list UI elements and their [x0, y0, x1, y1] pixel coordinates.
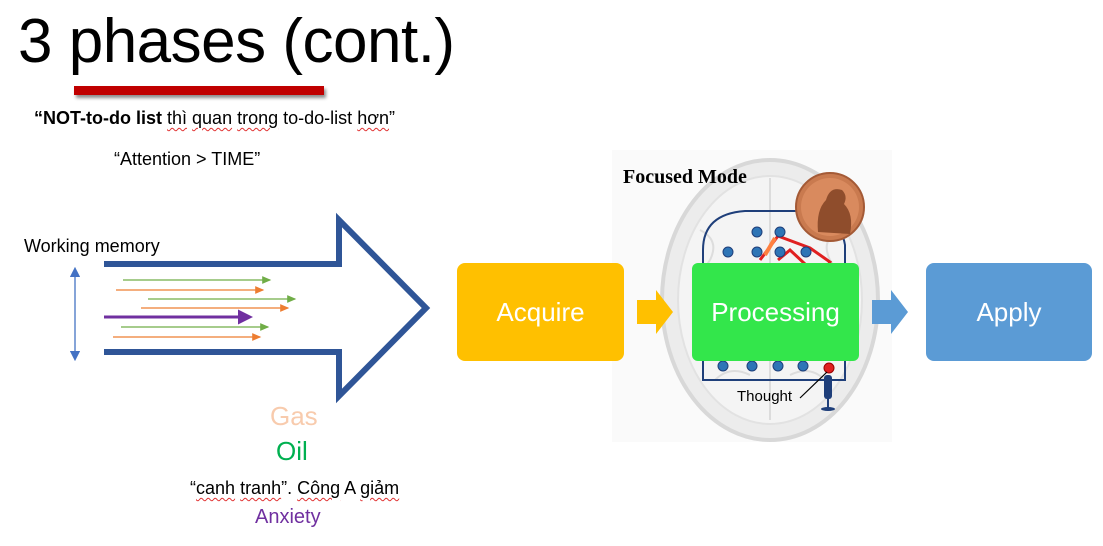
quote1-word: quan [192, 108, 233, 128]
thought-pin [823, 362, 835, 374]
note-word: giảm [360, 478, 400, 498]
phase-apply-label: Apply [976, 296, 1042, 327]
phase-acquire-label: Acquire [496, 296, 585, 327]
thought-label: Thought [737, 388, 793, 405]
quote-not-to-do: “NOT-to-do list thì quan trong to-do-lis… [34, 108, 395, 129]
anxiety-label: Anxiety [255, 506, 321, 528]
note-open-quote: “ [190, 478, 196, 498]
competition-note: “canh tranh”. Công A giảm [190, 478, 399, 499]
phase-processing-label: Processing [711, 296, 840, 327]
penny-coin-icon [795, 172, 865, 242]
note-text: A [340, 478, 361, 498]
note-text: ”. [281, 478, 298, 498]
processing-to-apply-arrow [872, 290, 908, 334]
quote-attention: “Attention > TIME” [114, 149, 261, 169]
gas-label: Gas [270, 401, 318, 431]
note-word: canh [196, 478, 236, 498]
working-memory-label: Working memory [24, 236, 160, 256]
oil-label: Oil [276, 436, 308, 466]
quote1-close: ” [389, 108, 396, 128]
note-word: tranh [240, 478, 282, 498]
quote1-word: thì [167, 108, 188, 128]
focused-mode-caption: Focused Mode [623, 166, 747, 188]
acquire-to-processing-arrow [637, 290, 673, 334]
plunger-icon [824, 375, 832, 399]
phase-apply: Apply [926, 263, 1092, 361]
big-flow-arrow-outline [104, 212, 431, 404]
phase-acquire: Acquire [457, 263, 624, 361]
quote1-open: “ [34, 108, 43, 128]
slide-title: 3 phases (cont.) [18, 7, 455, 76]
thought-pointer [799, 371, 828, 399]
neuron-dots [717, 226, 812, 372]
note-word: Công [297, 478, 341, 498]
quote1-bold: NOT-to-do list [43, 108, 162, 128]
quote1-word: trong [237, 108, 279, 128]
phase-processing: Processing [692, 263, 859, 361]
title-underline-bar [74, 86, 324, 95]
quote1-word: to-do-list [283, 108, 353, 128]
quote1-word: hơn [357, 108, 390, 128]
